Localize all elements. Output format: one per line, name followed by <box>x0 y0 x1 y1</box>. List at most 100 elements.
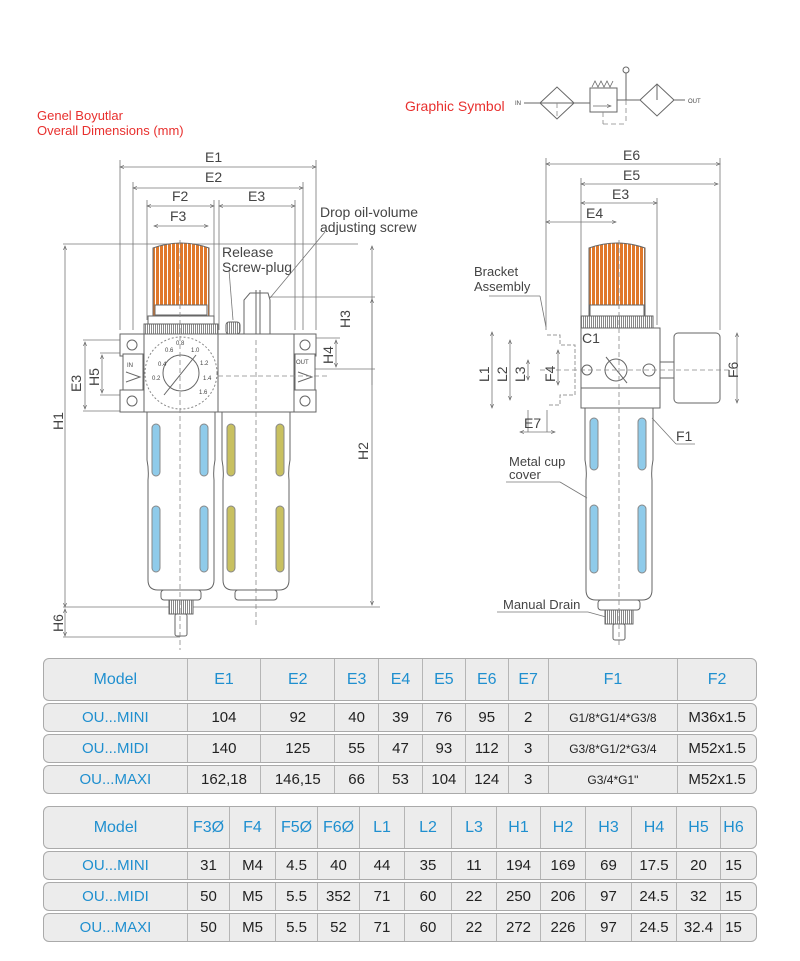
title-genel-boyutlar: Genel Boyutlar <box>37 108 123 123</box>
dim-label-l3: L3 <box>512 366 528 382</box>
table-cell: 60 <box>404 883 451 910</box>
table-header-cell: H5 <box>676 807 720 848</box>
table-cell: 104 <box>421 766 465 793</box>
model-cell: OU...MINI <box>82 857 149 874</box>
table-cell: 15 <box>720 883 746 910</box>
dim-label-e6: E6 <box>623 147 640 163</box>
table-cell: 24.5 <box>631 883 676 910</box>
symbol-out-label: OUT <box>688 99 701 105</box>
table-cell: 5.5 <box>275 883 317 910</box>
table-cell: 32.4 <box>676 914 720 941</box>
gauge-tick-1-4: 1.4 <box>203 376 212 382</box>
table-cell: M5 <box>229 883 275 910</box>
dim-label-l2: L2 <box>494 366 510 382</box>
graphic-symbol: IN OUT <box>515 66 701 125</box>
table-cell: M5 <box>229 914 275 941</box>
model-cell: OU...MIDI <box>81 740 149 757</box>
table-header-cell: F5Ø <box>275 807 317 848</box>
label-metal-cup-2: cover <box>509 467 541 482</box>
label-manual-drain: Manual Drain <box>503 597 580 612</box>
dim-label-e3-side: E3 <box>68 375 84 392</box>
dim-label-e1: E1 <box>205 149 222 165</box>
table-cell: G3/4*G1" <box>547 766 678 793</box>
front-view: E1 E2 F2 E3 F3 H1 H6 H2 H3 H <box>50 149 418 650</box>
model-cell: OU...MAXI <box>79 771 152 788</box>
table-cell: 3 <box>507 766 548 793</box>
dim-label-e7: E7 <box>524 415 541 431</box>
table-cell: 124 <box>464 766 508 793</box>
table-cell: 93 <box>421 735 465 762</box>
dim-label-e3-side-view: E3 <box>612 186 629 202</box>
label-bracket-1: Bracket <box>474 264 518 279</box>
table-header-cell: L2 <box>404 807 451 848</box>
gauge-tick-0-4: 0.4 <box>158 362 167 368</box>
gauge-tick-1-2: 1.2 <box>200 361 209 367</box>
table-cell: 50 <box>187 883 229 910</box>
gauge-tick-0-6: 0.6 <box>165 348 174 354</box>
table-cell: 24.5 <box>631 914 676 941</box>
label-release-2: Screw-plug <box>222 259 292 275</box>
dim-label-h4: H4 <box>320 346 336 364</box>
table-header-cell: Model <box>93 818 138 836</box>
table-cell: 39 <box>378 704 422 731</box>
dim-label-h5: H5 <box>86 368 102 386</box>
dim-label-h6: H6 <box>50 614 66 632</box>
table-cell: 272 <box>496 914 540 941</box>
table-header-cell: F4 <box>229 807 275 848</box>
dim-label-h1: H1 <box>50 412 66 430</box>
table-cell: 76 <box>421 704 465 731</box>
table-cell: 112 <box>464 735 508 762</box>
port-in-label: IN <box>127 363 133 369</box>
table-cell: 55 <box>334 735 378 762</box>
table-cell: 169 <box>540 852 585 879</box>
title-graphic-symbol: Graphic Symbol <box>405 98 505 114</box>
table-cell: 40 <box>317 852 359 879</box>
table-header-cell: F6Ø <box>317 807 359 848</box>
table-header-cell: F3Ø <box>187 807 229 848</box>
table-cell: 97 <box>585 914 631 941</box>
table-cell: 250 <box>496 883 540 910</box>
table-cell: 162,18 <box>186 766 261 793</box>
gauge-tick-1-0: 1.0 <box>191 348 200 354</box>
dim-label-f4: F4 <box>542 365 558 382</box>
label-release-1: Release <box>222 244 274 260</box>
table-cell: 3 <box>507 735 548 762</box>
gauge-tick-1-6: 1.6 <box>199 390 208 396</box>
gauge-tick-0-2: 0.2 <box>152 376 161 382</box>
table-header-cell: H2 <box>540 807 585 848</box>
table-header-cell: H1 <box>496 807 540 848</box>
table-header-cell: L1 <box>359 807 404 848</box>
label-bracket-2: Assembly <box>474 279 531 294</box>
table-cell: 4.5 <box>275 852 317 879</box>
table-cell: G1/8*G1/4*G3/8 <box>547 704 678 731</box>
table-header-cell: H6 <box>720 807 746 848</box>
dim-label-h3: H3 <box>337 310 353 328</box>
table-cell: 52 <box>317 914 359 941</box>
table-cell: 60 <box>404 914 451 941</box>
label-drop-oil-1: Drop oil-volume <box>320 204 418 220</box>
table-cell: 22 <box>451 914 496 941</box>
table-cell: 35 <box>404 852 451 879</box>
table-cell: 71 <box>359 883 404 910</box>
table-cell: 11 <box>451 852 496 879</box>
table-cell: 32 <box>676 883 720 910</box>
table-cell: 44 <box>359 852 404 879</box>
dim-label-f1: F1 <box>676 428 693 444</box>
gauge-tick-0-8: 0.8 <box>176 341 185 347</box>
dim-label-e5: E5 <box>623 167 640 183</box>
table-cell: 69 <box>585 852 631 879</box>
label-drop-oil-2: adjusting screw <box>320 219 417 235</box>
table-cell: 50 <box>187 914 229 941</box>
dim-label-f6: F6 <box>725 361 741 378</box>
dim-label-h2: H2 <box>355 442 371 460</box>
title-overall-dimensions: Overall Dimensions (mm) <box>37 123 184 138</box>
table-cell: G3/8*G1/2*G3/4 <box>547 735 678 762</box>
dim-label-e4: E4 <box>586 205 603 221</box>
dim-label-f3: F3 <box>170 208 187 224</box>
